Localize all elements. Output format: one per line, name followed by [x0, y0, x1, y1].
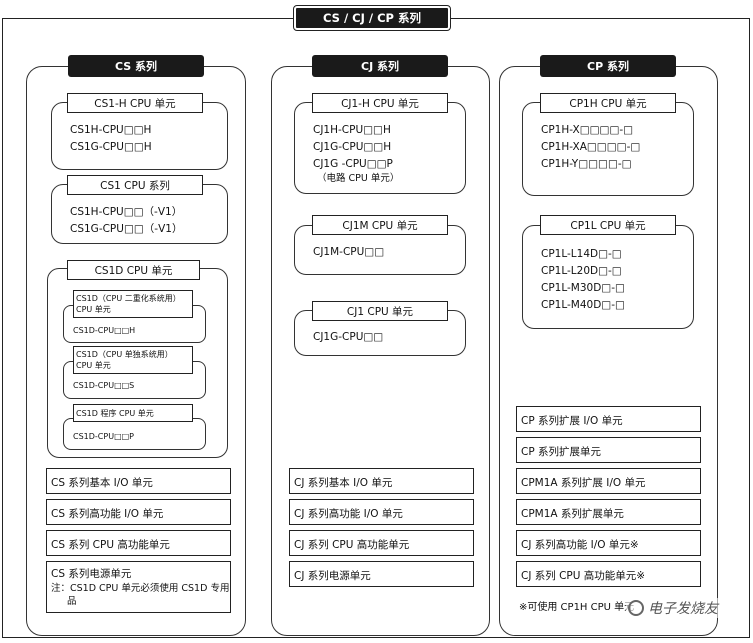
cj1m-label: CJ1M CPU 单元 — [312, 215, 448, 235]
cs-power-label: CS 系列电源单元 — [51, 568, 132, 580]
cp1h-group — [522, 102, 694, 196]
cp1h-items: CP1H-X□□□□-□ CP1H-XA□□□□-□ CP1H-Y□□□□-□ — [541, 122, 640, 173]
cp1l-items: CP1L-L14D□-□ CP1L-L20D□-□ CP1L-M30D□-□ C… — [541, 246, 625, 314]
cj-header: CJ 系列 — [312, 55, 448, 77]
cp-unit: CJ 系列高功能 I/O 单元※ — [516, 530, 701, 556]
cs1d-sub-label-line: CS1D（CPU 单独系统用） — [76, 350, 173, 359]
cp1l-item: CP1L-M40D□-□ — [541, 299, 625, 311]
cp-footnote: ※可使用 CP1H CPU 单元 — [519, 602, 635, 613]
cs-power-note: 注：CS1D CPU 单元必须使用 CS1D 专用 品 — [51, 582, 230, 608]
cj-unit: CJ 系列基本 I/O 单元 — [289, 468, 474, 494]
cs-power-unit: CS 系列电源单元 注：CS1D CPU 单元必须使用 CS1D 专用 品 — [46, 561, 231, 613]
cp-unit: CP 系列扩展单元 — [516, 437, 701, 463]
cs1d-sub-label-line: CS1D（CPU 二重化系统用） — [76, 294, 181, 303]
cs-header: CS 系列 — [68, 55, 204, 77]
cs1-label: CS1 CPU 系列 — [67, 175, 203, 195]
cp1h-item: CP1H-X□□□□-□ — [541, 124, 634, 136]
cs-power-note-line: 注：CS1D CPU 单元必须使用 CS1D 专用 — [51, 583, 230, 594]
cj1h-items: CJ1H-CPU□□H CJ1G-CPU□□H CJ1G -CPU□□P （电路… — [313, 122, 399, 185]
cs1d-sub-item: CS1D-CPU□□S — [73, 381, 135, 390]
cs1h-label: CS1-H CPU 单元 — [67, 93, 203, 113]
cs1-item: CS1G-CPU□□（-V1） — [70, 223, 183, 235]
cs1h-item: CS1H-CPU□□H — [70, 124, 152, 136]
cp1h-item: CP1H-XA□□□□-□ — [541, 141, 641, 153]
cp1l-item: CP1L-L14D□-□ — [541, 248, 622, 260]
cs1d-sub-label: CS1D（CPU 二重化系统用） CPU 单元 — [73, 290, 193, 318]
cs1d-sub-label: CS1D 程序 CPU 单元 — [73, 404, 193, 422]
cj1h-item: CJ1H-CPU□□H — [313, 124, 391, 136]
cp1h-item: CP1H-Y□□□□-□ — [541, 158, 632, 170]
cj-unit: CJ 系列电源单元 — [289, 561, 474, 587]
cp-unit: CPM1A 系列扩展单元 — [516, 499, 701, 525]
cs1d-label: CS1D CPU 单元 — [67, 260, 200, 280]
cp-unit: CJ 系列 CPU 高功能单元※ — [516, 561, 701, 587]
cj-unit: CJ 系列 CPU 高功能单元 — [289, 530, 474, 556]
cs1h-group — [51, 102, 228, 170]
cj1m-item: CJ1M-CPU□□ — [313, 246, 385, 258]
cs1d-sub-item: CS1D-CPU□□H — [73, 326, 136, 335]
cj-unit: CJ 系列高功能 I/O 单元 — [289, 499, 474, 525]
watermark: 电子发烧友 — [626, 598, 720, 618]
cs-unit: CS 系列 CPU 高功能单元 — [46, 530, 231, 556]
watermark-text: 电子发烧友 — [648, 601, 718, 617]
cp-header: CP 系列 — [540, 55, 676, 77]
cs1-items: CS1H-CPU□□（-V1） CS1G-CPU□□（-V1） — [70, 204, 182, 238]
cp1l-label: CP1L CPU 单元 — [540, 215, 676, 235]
cj1h-label: CJ1-H CPU 单元 — [312, 93, 448, 113]
cs1d-sub-label-line: CS1D 程序 CPU 单元 — [76, 408, 154, 418]
cj1h-item: CJ1G-CPU□□H — [313, 141, 392, 153]
cj1-label: CJ1 CPU 单元 — [312, 301, 448, 321]
cs1d-sub-label-line: CPU 单元 — [76, 361, 111, 370]
watermark-logo-icon — [628, 600, 644, 616]
diagram-title: CS / CJ / CP 系列 — [293, 5, 451, 31]
cs1d-sub-label: CS1D（CPU 单独系统用） CPU 单元 — [73, 346, 193, 374]
cj1h-item: （电路 CPU 单元） — [317, 173, 400, 184]
cp1l-group — [522, 225, 694, 329]
cj1-item: CJ1G-CPU□□ — [313, 331, 384, 343]
cs1h-items: CS1H-CPU□□H CS1G-CPU□□H — [70, 122, 152, 156]
cs-unit: CS 系列高功能 I/O 单元 — [46, 499, 231, 525]
cs1h-item: CS1G-CPU□□H — [70, 141, 152, 153]
cs-power-note-line: 品 — [67, 596, 77, 607]
cs-unit: CS 系列基本 I/O 单元 — [46, 468, 231, 494]
cj1h-item: CJ1G -CPU□□P — [313, 158, 393, 170]
cs1d-sub-label-line: CPU 单元 — [76, 305, 111, 314]
cs1-item: CS1H-CPU□□（-V1） — [70, 206, 183, 218]
cp-unit: CPM1A 系列扩展 I/O 单元 — [516, 468, 701, 494]
cp-unit: CP 系列扩展 I/O 单元 — [516, 406, 701, 432]
cj1h-group — [294, 102, 466, 194]
cp1h-label: CP1H CPU 单元 — [540, 93, 676, 113]
cs1d-sub-item: CS1D-CPU□□P — [73, 432, 135, 441]
cp1l-item: CP1L-L20D□-□ — [541, 265, 622, 277]
cp1l-item: CP1L-M30D□-□ — [541, 282, 625, 294]
